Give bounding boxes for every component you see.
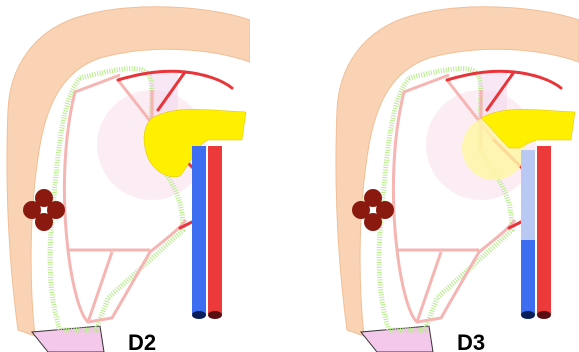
panel-label: D3 [457,330,485,352]
bottom-pink [32,326,104,352]
bottom-pink [361,326,433,352]
panel-d3: D3 [329,0,579,352]
red-tube-end [208,311,222,319]
red-tube [208,146,222,314]
pink-line-c [417,252,441,322]
blue-transparent-tube [521,150,535,240]
panel-label: D2 [128,330,156,352]
red-tube-end [537,311,551,319]
panel-d2-svg: D2 [0,0,250,352]
blue-tube-end [192,311,206,319]
panel-d3-svg: D3 [329,0,579,352]
panel-d2: D2 [0,0,250,352]
red-tube [537,146,551,314]
panel-d3-drawing [336,7,579,352]
blue-tube [192,146,206,314]
pink-line-c [88,252,112,322]
blue-tube [521,240,535,314]
blue-tube-end [521,311,535,319]
panel-d2-drawing [7,7,250,352]
